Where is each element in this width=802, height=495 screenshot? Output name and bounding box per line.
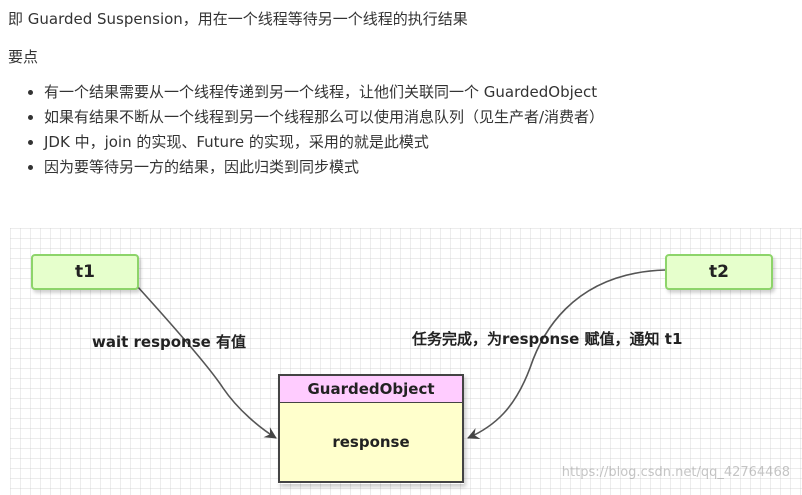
thread-t1-node: t1: [31, 254, 139, 290]
key-points-list: 有一个结果需要从一个线程传递到另一个线程，让他们关联同一个 GuardedObj…: [24, 80, 604, 180]
wait-label: wait response 有值: [92, 333, 247, 351]
intro-text: 即 Guarded Suspension，用在一个线程等待另一个线程的执行结果: [8, 10, 468, 28]
list-item: 有一个结果需要从一个线程传递到另一个线程，让他们关联同一个 GuardedObj…: [44, 80, 604, 105]
thread-t2-node: t2: [665, 254, 773, 290]
guarded-object-box: GuardedObject response: [278, 374, 464, 484]
sequence-diagram: t1 t2 wait response 有值 任务完成，为response 赋值…: [10, 228, 802, 495]
t1-to-object-arrow: [136, 285, 277, 439]
diagram-edges: [136, 269, 666, 440]
t2-to-object-arrow: [467, 269, 666, 440]
watermark-url: https://blog.csdn.net/qq_42764468: [561, 465, 790, 480]
list-item: 如果有结果不断从一个线程到另一个线程那么可以使用消息队列（见生产者/消费者）: [44, 105, 604, 130]
guarded-object-field: response: [278, 403, 464, 483]
list-item: 因为要等待另一方的结果，因此归类到同步模式: [44, 155, 604, 180]
section-heading: 要点: [8, 48, 39, 66]
notify-label: 任务完成，为response 赋值，通知 t1: [412, 330, 683, 348]
list-item: JDK 中，join 的实现、Future 的实现，采用的就是此模式: [44, 130, 604, 155]
guarded-object-title: GuardedObject: [278, 374, 464, 403]
